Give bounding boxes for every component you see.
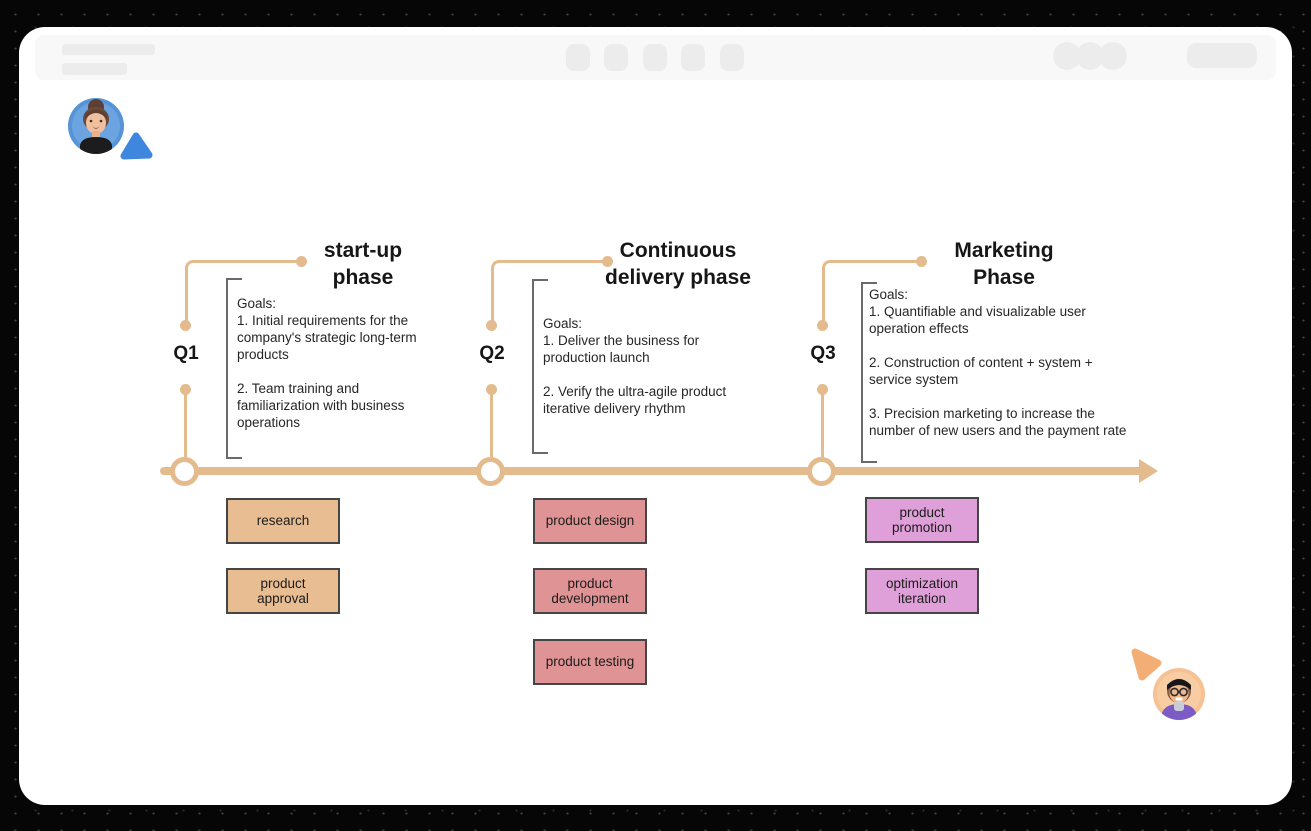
avatar-shirt bbox=[80, 137, 112, 154]
phase3-title: Marketing Phase bbox=[954, 239, 1054, 289]
phase1-quarter-label: Q1 bbox=[173, 343, 199, 364]
task-box-optimization-iteration[interactable]: optimization iteration bbox=[865, 568, 979, 614]
goal-item: 3. Precision marketing to increase the n… bbox=[869, 406, 1127, 438]
toolbar-tool-button-3[interactable] bbox=[643, 44, 667, 71]
task-box-product-testing[interactable]: product testing bbox=[533, 639, 647, 685]
task-box-product-design[interactable]: product design bbox=[533, 498, 647, 544]
timeline-arrowhead-icon bbox=[1139, 459, 1158, 483]
avatar-cap bbox=[1167, 679, 1191, 690]
phase3-connector-dot bbox=[817, 320, 828, 331]
phase1-connector-stem bbox=[184, 394, 187, 462]
toolbar-tool-button-1[interactable] bbox=[566, 44, 590, 71]
avatar-jacket bbox=[1162, 704, 1196, 720]
phase2-connector-dot bbox=[486, 384, 497, 395]
goals-label: Goals: bbox=[543, 316, 583, 331]
phase1-title: start-up phase bbox=[323, 239, 403, 289]
goal-item: 1. Initial requirements for the company'… bbox=[237, 313, 417, 362]
task-box-research[interactable]: research bbox=[226, 498, 340, 544]
phase2-connector bbox=[491, 260, 607, 326]
phase3-bracket bbox=[861, 282, 877, 463]
phase3-goals: Goals: 1. Quantifiable and visualizable … bbox=[869, 286, 1127, 439]
goal-item: 1. Deliver the business for production l… bbox=[543, 333, 700, 365]
phase3-quarter-label: Q3 bbox=[810, 343, 836, 364]
avatar-smile bbox=[1175, 697, 1183, 701]
avatar-smile bbox=[92, 126, 100, 129]
phase2-connector-dot bbox=[602, 256, 613, 267]
goal-item: 1. Quantifiable and visualizable user op… bbox=[869, 304, 1086, 336]
phase2-goals: Goals: 1. Deliver the business for produ… bbox=[543, 315, 757, 417]
phase1-connector-dot bbox=[180, 320, 191, 331]
avatar-face bbox=[86, 112, 106, 134]
goals-label: Goals: bbox=[869, 287, 909, 302]
phase2-title: Continuous delivery phase bbox=[605, 239, 751, 289]
phase3-connector-dot bbox=[817, 384, 828, 395]
goal-item: 2. Team training and familiarization wit… bbox=[237, 381, 405, 430]
phase3-connector-stem bbox=[821, 394, 824, 462]
phase2-bracket bbox=[532, 279, 548, 454]
goal-item: 2. Construction of content + system + se… bbox=[869, 355, 1093, 387]
toolbar-tool-button-5[interactable] bbox=[720, 44, 744, 71]
toolbar-tool-button-2[interactable] bbox=[604, 44, 628, 71]
phase1-connector-dot bbox=[296, 256, 307, 267]
app-canvas bbox=[19, 27, 1292, 805]
app-toolbar bbox=[35, 35, 1276, 80]
toolbar-tool-button-4[interactable] bbox=[681, 44, 705, 71]
phase2-connector-stem bbox=[490, 394, 493, 462]
phase1-connector bbox=[185, 260, 301, 326]
avatar-turtleneck bbox=[1174, 701, 1184, 711]
task-box-product-promotion[interactable]: product promotion bbox=[865, 497, 979, 543]
goal-item: 2. Verify the ultra-agile product iterat… bbox=[543, 384, 727, 416]
orange-cursor-icon bbox=[1131, 648, 1162, 681]
timeline-axis bbox=[160, 467, 1142, 475]
share-button-placeholder[interactable] bbox=[1187, 43, 1257, 68]
collaborator-avatar-blue bbox=[68, 98, 124, 154]
collaborator-avatar-placeholder-3[interactable] bbox=[1099, 42, 1127, 70]
phase3-connector-dot bbox=[916, 256, 927, 267]
collaborator-avatar-orange bbox=[1153, 668, 1205, 720]
phase1-connector-dot bbox=[180, 384, 191, 395]
phase2-quarter-label: Q2 bbox=[479, 343, 505, 364]
phase1-goals: Goals: 1. Initial requirements for the c… bbox=[237, 295, 437, 431]
blue-cursor-icon bbox=[120, 132, 153, 160]
task-box-product-development[interactable]: product development bbox=[533, 568, 647, 614]
toolbar-subtitle-placeholder bbox=[62, 63, 127, 75]
goals-label: Goals: bbox=[237, 296, 277, 311]
phase3-connector bbox=[822, 260, 922, 326]
phase2-connector-dot bbox=[486, 320, 497, 331]
toolbar-title-placeholder bbox=[62, 44, 155, 55]
task-box-product-approval[interactable]: product approval bbox=[226, 568, 340, 614]
phase1-bracket bbox=[226, 278, 242, 459]
